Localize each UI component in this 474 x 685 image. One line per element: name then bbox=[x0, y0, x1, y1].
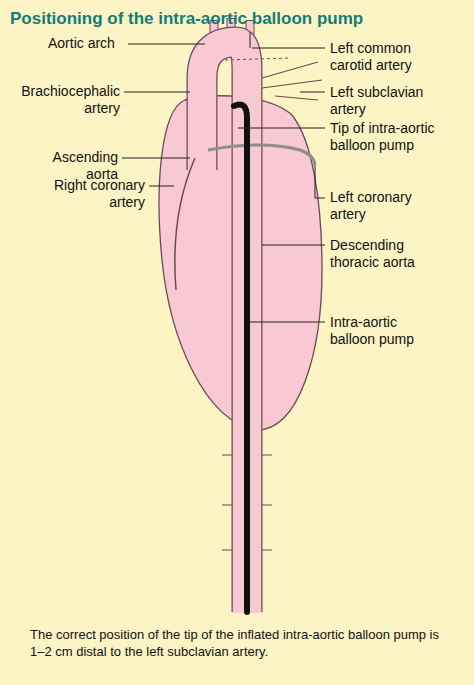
leader-lines bbox=[122, 32, 325, 322]
tip-label: Tip of intra-aortic balloon pump bbox=[330, 120, 442, 154]
left-coronary bbox=[208, 145, 315, 165]
right-coronary bbox=[175, 158, 195, 290]
carotid-label: Left common carotid artery bbox=[330, 40, 442, 74]
balloon-pump-label: Intra-aortic balloon pump bbox=[330, 314, 442, 348]
pulmonary-vessels bbox=[262, 62, 322, 100]
right-coronary-label: Right coronary artery bbox=[33, 177, 145, 211]
brachiocephalic-label: Brachiocephalic artery bbox=[8, 83, 120, 117]
descending-aorta-label: Descending thoracic aorta bbox=[330, 237, 442, 271]
caption: The correct position of the tip of the i… bbox=[30, 626, 455, 660]
diagram-title: Positioning of the intra-aortic balloon … bbox=[10, 9, 460, 29]
left-coronary-label: Left coronary artery bbox=[330, 189, 442, 223]
aortic-arch-label: Aortic arch bbox=[48, 35, 138, 52]
balloon-pump bbox=[234, 105, 247, 613]
subclavian-label: Left subclavian artery bbox=[330, 84, 442, 118]
